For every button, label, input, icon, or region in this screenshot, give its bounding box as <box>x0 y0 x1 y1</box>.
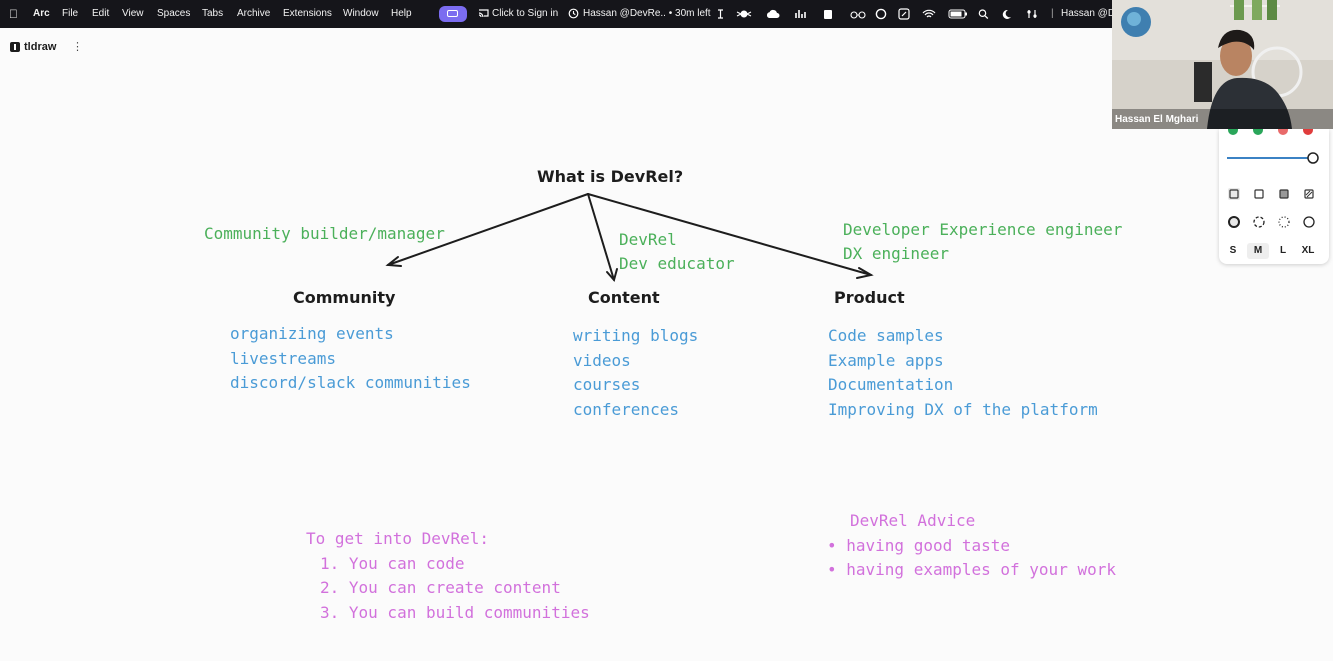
list-item: Improving DX of the platform <box>828 399 1098 419</box>
meeting-status[interactable]: Hassan @DevRe.. • 30m left <box>583 8 711 19</box>
record-icon[interactable] <box>875 8 887 20</box>
cloud-icon[interactable] <box>766 9 780 19</box>
list-item: discord/slack communities <box>230 373 471 392</box>
text-cursor-icon[interactable] <box>715 9 726 19</box>
menubar-user[interactable]: Hassan @De <box>1061 8 1121 19</box>
list-item: Example apps <box>828 350 944 370</box>
content-roles[interactable]: DevRel Dev educator <box>619 228 735 276</box>
devrel-advice-note[interactable]: DevRel Advice • having good taste • havi… <box>827 509 1116 583</box>
bug-icon[interactable] <box>735 9 753 19</box>
style-panel: S M L XL <box>1219 129 1329 264</box>
get-into-devrel-note[interactable]: To get into DevRel: 1. You can code 2. Y… <box>306 527 590 625</box>
list-item: organizing events <box>230 324 394 343</box>
app-menu-icon[interactable]: ⋮ <box>72 40 83 53</box>
list-item: conferences <box>573 399 679 419</box>
product-items[interactable]: Code samples Example apps Documentation … <box>828 324 1098 422</box>
fill-solid-icon[interactable] <box>1277 187 1291 201</box>
content-role: Dev educator <box>619 254 735 273</box>
moon-icon[interactable] <box>1001 9 1012 19</box>
size-large-button[interactable]: L <box>1279 245 1287 256</box>
fill-none-icon[interactable] <box>1227 187 1241 201</box>
size-medium-button[interactable]: M <box>1247 243 1269 259</box>
community-role[interactable]: Community builder/manager <box>204 224 445 243</box>
product-role: DX engineer <box>843 244 949 263</box>
timer-icon <box>568 0 579 28</box>
participant-video[interactable]: Hassan El Mghari <box>1112 0 1333 129</box>
list-item: • having examples of your work <box>827 560 1116 579</box>
menu-file[interactable]: File <box>62 8 79 19</box>
community-items[interactable]: organizing events livestreams discord/sl… <box>230 322 471 396</box>
branch-title-community[interactable]: Community <box>293 288 396 307</box>
menu-bar:  Arc File Edit View Spaces Tabs Archive… <box>0 0 1333 28</box>
note-title: DevRel Advice <box>850 511 976 530</box>
content-role: DevRel <box>619 230 677 249</box>
fill-semi-icon[interactable] <box>1252 187 1266 201</box>
arrow-to-content <box>587 193 615 281</box>
menu-extensions[interactable]: Extensions <box>283 8 332 19</box>
menu-window[interactable]: Window <box>343 8 379 19</box>
clipboard-icon[interactable] <box>822 9 834 19</box>
dash-solid-icon[interactable] <box>1302 215 1316 229</box>
menubar-divider: | <box>1051 8 1054 19</box>
chart-icon[interactable] <box>794 9 808 19</box>
opacity-slider[interactable] <box>1225 151 1325 165</box>
dash-draw-icon[interactable] <box>1227 215 1241 229</box>
drawing-canvas[interactable]: tldraw ⋮ What is DevRel? Community build… <box>0 28 1333 661</box>
list-item: 3. You can build communities <box>320 602 590 622</box>
menu-view[interactable]: View <box>122 8 144 19</box>
dash-dotted-icon[interactable] <box>1277 215 1291 229</box>
menu-app-name[interactable]: Arc <box>33 8 50 19</box>
list-item: Documentation <box>828 375 954 394</box>
menu-spaces[interactable]: Spaces <box>157 8 191 19</box>
search-icon[interactable] <box>978 9 989 19</box>
note-title: To get into DevRel: <box>306 529 490 548</box>
content-items[interactable]: writing blogs videos courses conferences <box>573 324 698 422</box>
arrow-to-product <box>587 193 872 276</box>
list-item: • having good taste <box>827 535 1011 555</box>
menu-archive[interactable]: Archive <box>237 8 271 19</box>
list-item: livestreams <box>230 348 336 368</box>
diagram-root-title[interactable]: What is DevRel? <box>537 167 684 186</box>
app-logo[interactable]: tldraw <box>10 41 56 53</box>
product-roles[interactable]: Developer Experience engineer DX enginee… <box>843 218 1122 266</box>
color-swatch[interactable] <box>1278 129 1288 135</box>
tldraw-logo-icon <box>10 42 20 52</box>
list-item: 2. You can create content <box>320 578 561 597</box>
list-item: 1. You can code <box>320 553 465 573</box>
arrow-to-community <box>387 193 589 266</box>
branch-title-product[interactable]: Product <box>834 288 905 307</box>
branch-title-content[interactable]: Content <box>588 288 660 307</box>
list-item: writing blogs <box>573 326 699 345</box>
menu-tabs[interactable]: Tabs <box>202 8 224 19</box>
color-swatch[interactable] <box>1303 129 1313 135</box>
list-item: courses <box>573 375 641 394</box>
menu-help[interactable]: Help <box>391 8 412 19</box>
color-swatch[interactable] <box>1228 129 1238 135</box>
size-xl-button[interactable]: XL <box>1301 245 1315 256</box>
list-item: Code samples <box>828 326 944 345</box>
battery-icon <box>948 9 967 19</box>
control-center-icon[interactable] <box>1026 9 1038 19</box>
glasses-icon[interactable] <box>850 9 866 19</box>
size-small-button[interactable]: S <box>1229 245 1237 256</box>
sign-in-link[interactable]: Click to Sign in <box>492 8 559 19</box>
dash-dashed-icon[interactable] <box>1252 215 1266 229</box>
app-name: tldraw <box>24 41 57 53</box>
cast-icon[interactable] <box>478 0 489 28</box>
fill-pattern-icon[interactable] <box>1302 187 1316 201</box>
arrows-layer <box>385 193 874 283</box>
color-swatch[interactable] <box>1253 129 1263 135</box>
list-item: videos <box>573 350 631 370</box>
participant-name: Hassan El Mghari <box>1115 114 1199 125</box>
participant-video-frame <box>1112 0 1333 129</box>
product-role: Developer Experience engineer <box>843 220 1123 239</box>
screenshot-icon[interactable] <box>898 8 910 20</box>
menu-edit[interactable]: Edit <box>92 8 110 19</box>
wifi-icon[interactable] <box>922 9 936 19</box>
screen-share-icon[interactable] <box>439 6 467 22</box>
apple-icon[interactable]:  <box>9 0 18 28</box>
